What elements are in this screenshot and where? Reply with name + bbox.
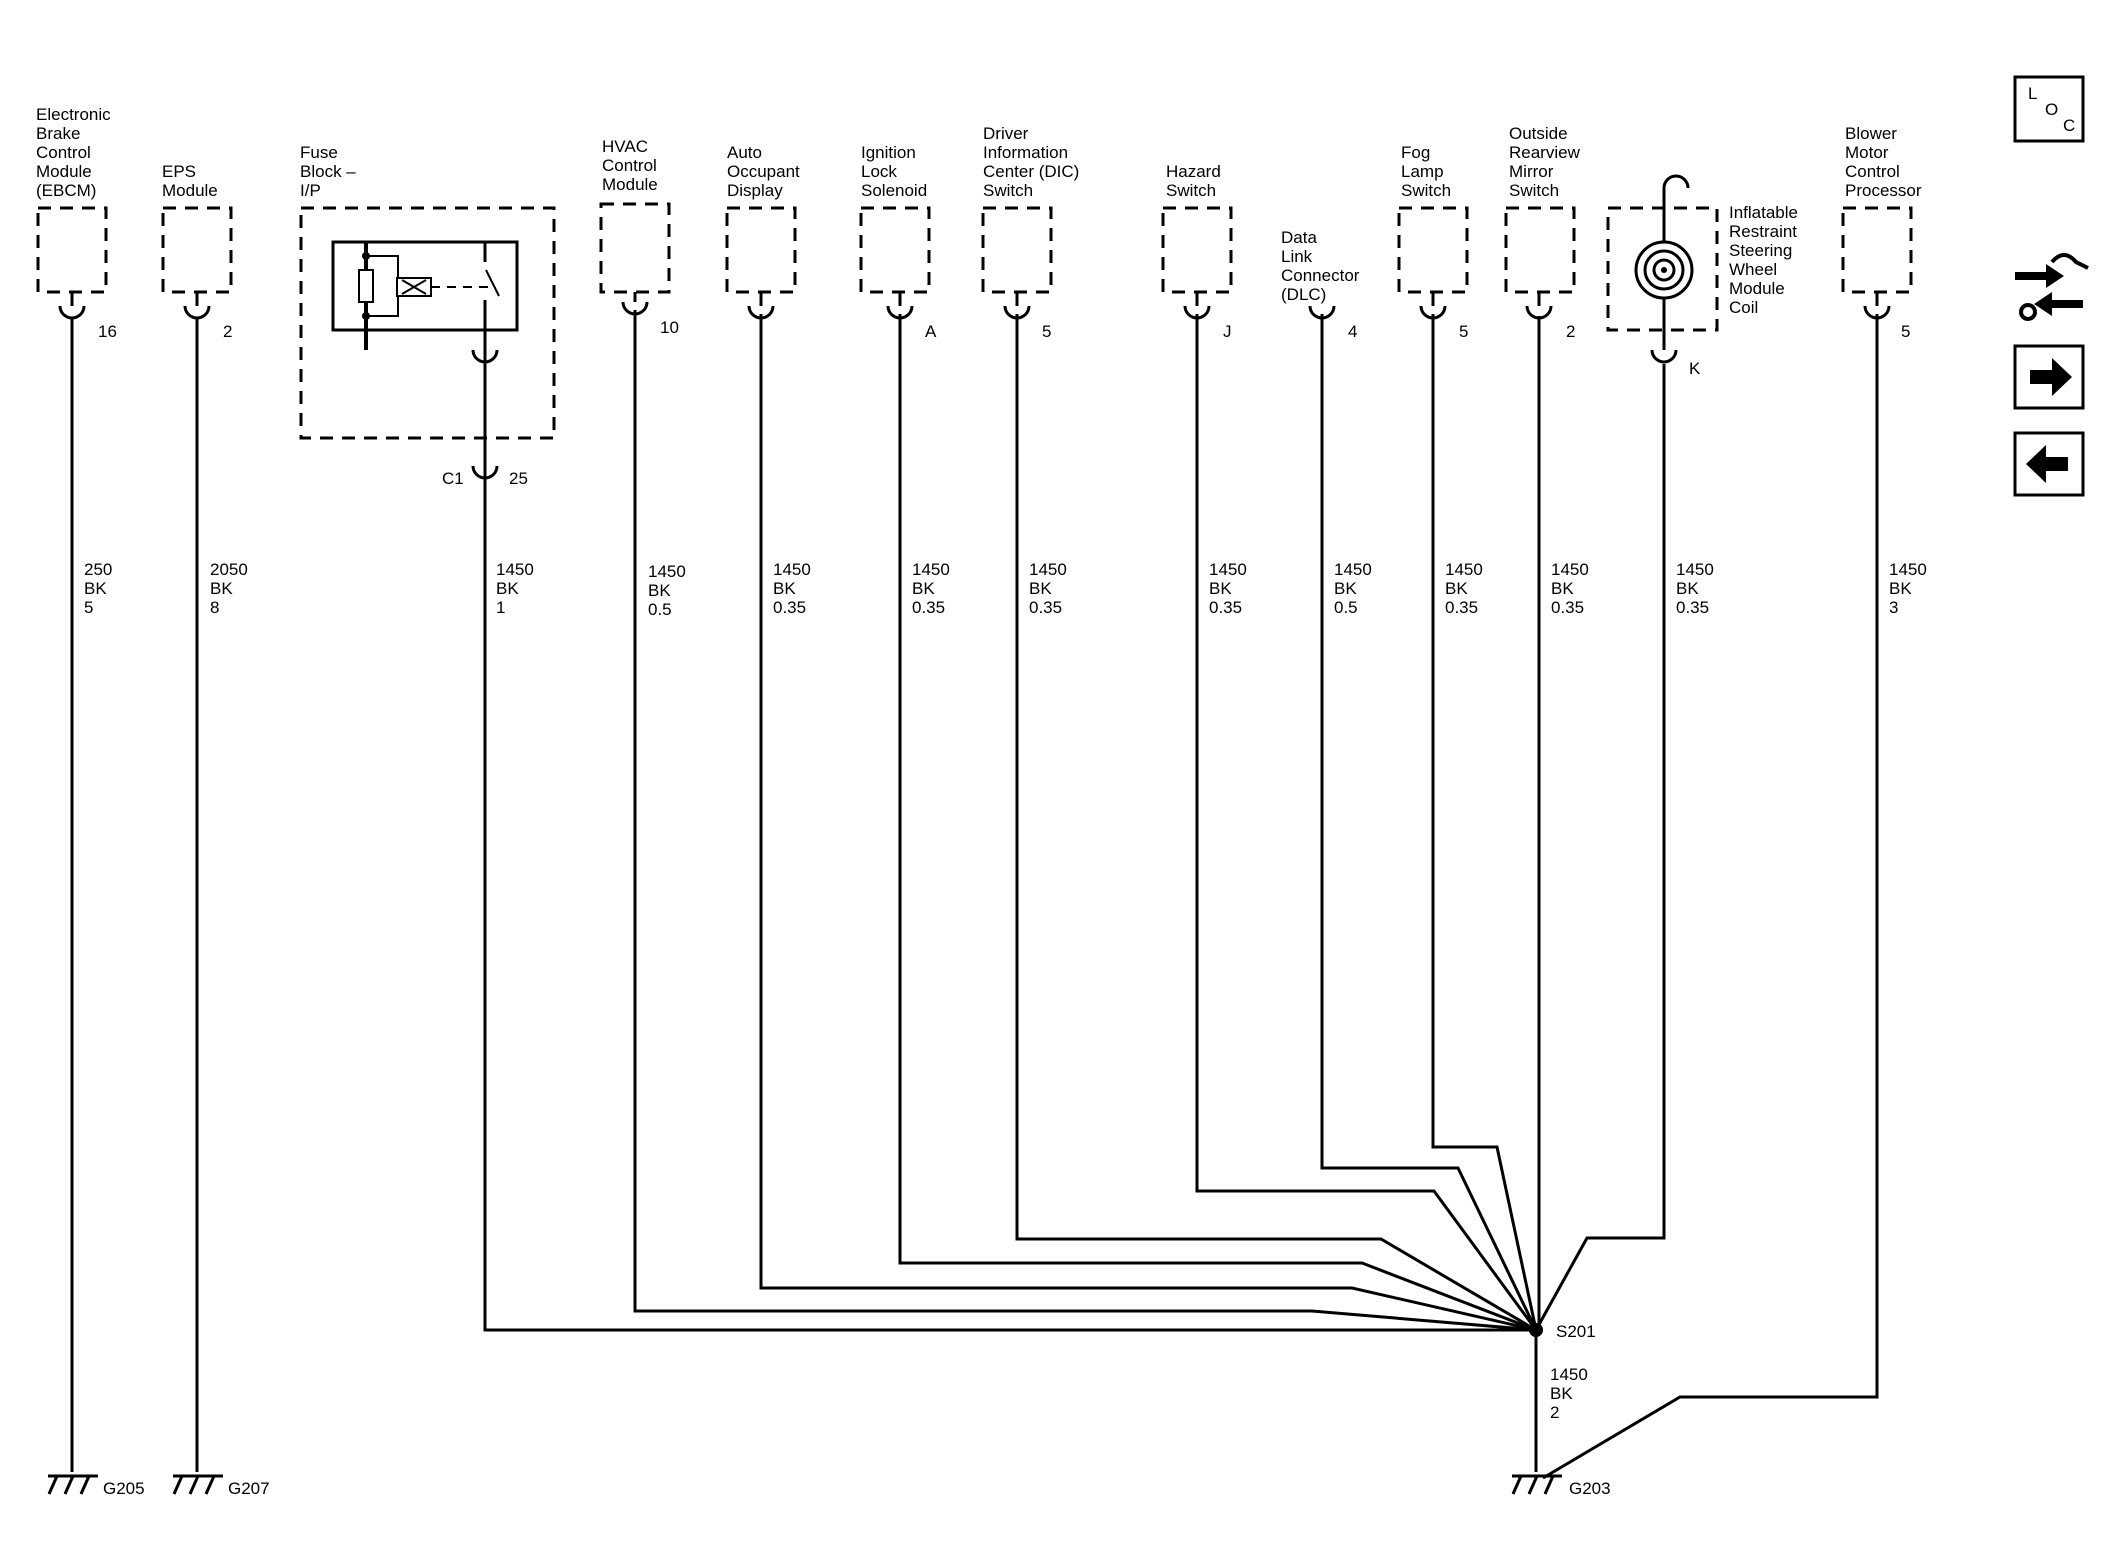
grounds: G205 G207 G203 (47, 1474, 1611, 1498)
steering-coil-symbol (1634, 174, 1694, 350)
next-arrow-icon (2030, 358, 2072, 396)
hazard-switch-terminal (1183, 292, 1211, 320)
ground-g207-icon: G207 (172, 1474, 270, 1498)
ebcm-pin: 16 (98, 322, 117, 341)
mirror-switch-terminal (1525, 292, 1553, 320)
ebcm-box (36, 206, 108, 294)
blower-box (1841, 206, 1913, 294)
splice-label: S201 (1556, 1322, 1596, 1341)
fuse-connector-id: C1 (442, 469, 464, 488)
hazard-switch-pin: J (1223, 322, 1232, 341)
eps-box (161, 206, 233, 294)
fog-lamp-terminal (1419, 292, 1447, 320)
connector-icon (2015, 253, 2089, 321)
next-page-button[interactable] (2013, 344, 2085, 410)
ignition-lock-terminal (886, 292, 914, 320)
auto-occupant-terminal (747, 292, 775, 320)
svg-text:O: O (2045, 100, 2058, 119)
hvac-terminal (621, 292, 649, 316)
blower-pin: 5 (1901, 322, 1910, 341)
wires (70, 310, 1879, 1480)
blower-terminal (1863, 292, 1891, 320)
ground-g207-label: G207 (228, 1479, 270, 1498)
fog-lamp-pin: 5 (1459, 322, 1468, 341)
connector-view-button[interactable] (2015, 253, 2089, 321)
ignition-lock-pin: A (925, 322, 937, 341)
ground-g205-label: G205 (103, 1479, 145, 1498)
auto-occupant-box (725, 206, 797, 294)
svg-text:C: C (2063, 116, 2075, 135)
hazard-switch-box (1161, 206, 1233, 294)
dlc-terminal (1308, 305, 1336, 320)
previous-page-button[interactable] (2013, 431, 2085, 497)
splice-s201: S201 (1529, 1322, 1596, 1341)
ground-g205-icon: G205 (47, 1474, 145, 1498)
ignition-lock-box (859, 206, 931, 294)
pin-labels: 16 2 C1 25 10 A 5 J 4 5 2 K 5 (98, 318, 1910, 488)
dlc-pin: 4 (1348, 322, 1357, 341)
hvac-box (599, 202, 671, 294)
mirror-switch-box (1504, 206, 1576, 294)
fuse-c1-terminal (471, 438, 499, 480)
terminals (58, 292, 1891, 480)
location-icon: L (2028, 84, 2037, 103)
navigation-panel: L O C (2013, 75, 2089, 497)
eps-terminal (183, 292, 211, 320)
mirror-switch-pin: 2 (1566, 322, 1575, 341)
ground-g203-label: G203 (1569, 1479, 1611, 1498)
fog-lamp-box (1397, 206, 1469, 294)
dic-switch-terminal (1003, 292, 1031, 320)
ground-g203-icon: G203 (1511, 1474, 1611, 1498)
dic-switch-pin: 5 (1042, 322, 1051, 341)
hvac-pin: 10 (660, 318, 679, 337)
steering-coil-pin: K (1689, 359, 1701, 378)
dic-switch-box (981, 206, 1053, 294)
fuse-relay-terminal (471, 349, 499, 364)
steering-coil-terminal (1650, 330, 1678, 364)
fuse-pin: 25 (509, 469, 528, 488)
component-boxes (36, 202, 1913, 440)
ebcm-terminal (58, 292, 86, 320)
fuse-block-relay (331, 240, 519, 350)
location-button[interactable]: L O C (2013, 75, 2085, 143)
eps-pin: 2 (223, 322, 232, 341)
previous-arrow-icon (2026, 445, 2068, 483)
